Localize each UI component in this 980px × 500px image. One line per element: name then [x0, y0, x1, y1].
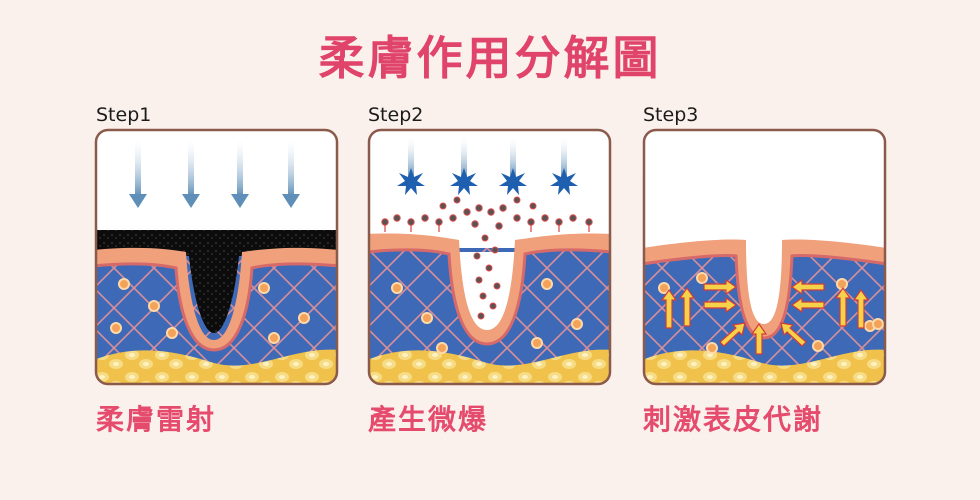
page-title: 柔膚作用分解圖 — [318, 31, 662, 85]
step1-caption: 柔膚雷射 — [96, 403, 217, 436]
step1-panel — [94, 128, 339, 386]
step2-panel — [367, 128, 612, 386]
laser-arrows — [129, 140, 300, 208]
step3-panel — [642, 128, 887, 386]
step2-label: Step2 — [368, 104, 424, 126]
step3-caption: 刺激表皮代謝 — [643, 403, 824, 436]
stimulation-arrows — [660, 278, 870, 355]
step3-label: Step3 — [643, 104, 699, 126]
microburst-stars — [397, 168, 578, 195]
step1-label: Step1 — [96, 104, 152, 126]
step2-caption: 產生微爆 — [368, 403, 489, 436]
